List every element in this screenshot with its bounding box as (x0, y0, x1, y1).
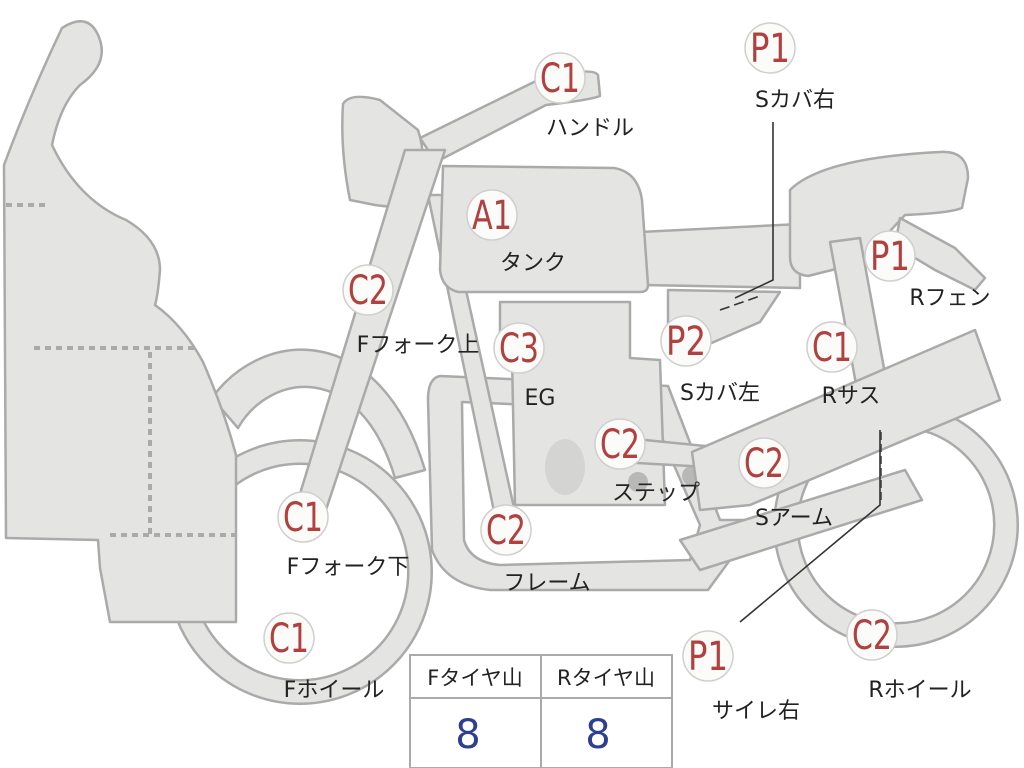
part-label: EG (525, 386, 556, 411)
grade-code: C2 (486, 508, 526, 554)
rider-seams (6, 203, 236, 537)
grade-code: C1 (269, 616, 309, 662)
rear-tire-value: 8 (585, 712, 610, 758)
front-tire-value: 8 (455, 712, 480, 758)
grade-code: C2 (852, 613, 892, 659)
part-label: Sアーム (755, 506, 833, 531)
grade-code: P1 (688, 634, 728, 680)
part-label: Sカバ左 (680, 381, 760, 406)
grade-badge (466, 189, 518, 241)
part-label: サイレ右 (712, 699, 800, 724)
grade-badge (277, 491, 329, 543)
grade-code: C1 (283, 495, 323, 541)
grade-code: A1 (472, 193, 512, 239)
grade-code: P2 (666, 319, 706, 365)
part-label: Fフォーク下 (287, 555, 410, 580)
grade-badge (480, 504, 532, 556)
part-label: フレーム (503, 571, 590, 596)
leader-lines (719, 122, 882, 623)
front-tire-header: Fタイヤ山 (427, 666, 522, 690)
part-label: Rホイール (868, 678, 971, 703)
part-frame: C2 フレーム (480, 504, 591, 596)
part-label: Fフォーク上 (357, 333, 480, 358)
grade-code: C1 (812, 325, 852, 371)
grade-badge (263, 612, 315, 664)
part-label: Rフェン (909, 286, 990, 311)
seat-shape (638, 222, 802, 290)
rear-tire-header: Rタイヤ山 (557, 666, 655, 690)
grade-code: C2 (600, 422, 640, 468)
grade-badge (682, 630, 734, 682)
grade-code: C2 (348, 268, 388, 314)
part-tank: A1 タンク (466, 189, 566, 276)
grade-badge (493, 322, 545, 374)
grade-code: C2 (744, 441, 784, 487)
part-silencer-right: P1 サイレ右 (682, 630, 800, 724)
part-label: Rサス (822, 384, 881, 409)
grade-badge (846, 609, 898, 661)
front-fender-shape (210, 348, 427, 480)
grade-badge (342, 264, 394, 316)
rider-shape (2, 20, 238, 624)
grade-code: P1 (870, 234, 910, 280)
grade-badge (806, 321, 858, 373)
part-label: タンク (500, 251, 566, 276)
grade-badge (744, 22, 796, 74)
part-step: C2 ステップ (594, 418, 700, 506)
part-label: ステップ (612, 481, 700, 506)
grade-badge (534, 52, 586, 104)
silencer-shape (678, 468, 924, 572)
tire-table: Fタイヤ山 Rタイヤ山 8 8 (409, 654, 673, 768)
grade-badge (660, 315, 712, 367)
grade-code: C3 (499, 326, 539, 372)
part-label: ハンドル (546, 116, 634, 141)
grade-badge (594, 418, 646, 470)
part-label: Sカバ右 (755, 88, 835, 113)
grade-badge (738, 437, 790, 489)
grade-badge (864, 230, 916, 282)
grade-code: C1 (540, 56, 580, 102)
part-handle: C1 ハンドル (534, 52, 634, 141)
part-label: Fホイール (284, 678, 385, 703)
grade-code: P1 (750, 26, 790, 72)
